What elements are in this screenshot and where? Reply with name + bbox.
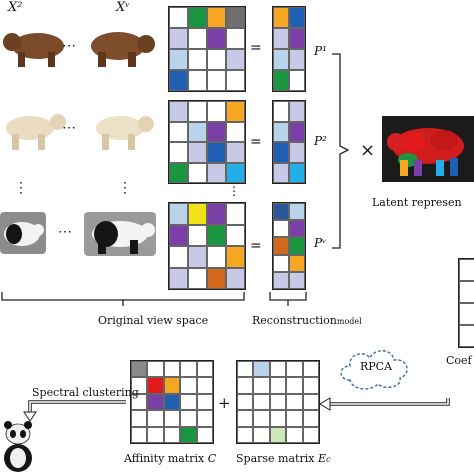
sparse-label-sub: c xyxy=(325,455,331,464)
p-label-2: P² xyxy=(314,134,327,148)
sparse-matrix xyxy=(236,360,320,444)
sparse-label-symbol: E xyxy=(317,452,326,465)
reconstruction-label-main: Reconstruction xyxy=(252,314,337,327)
vertical-ellipsis-left: ⋮ xyxy=(14,180,28,196)
affinity-matrix-label: Affinity matrix C xyxy=(124,452,216,465)
clustered-panda-image xyxy=(2,420,34,472)
reconstruction-model-label: Reconstructionmodel xyxy=(252,314,362,327)
reconstruction-matrix-1 xyxy=(272,6,306,92)
coefficient-matrix xyxy=(458,258,474,348)
vertical-ellipsis-matrix: ⋮ xyxy=(228,184,240,198)
ellipsis-row-3: ⋯ xyxy=(58,224,72,240)
latent-representation-image xyxy=(382,116,474,182)
affinity-matrix xyxy=(130,360,214,444)
ellipsis-row-1: ⋯ xyxy=(62,38,76,54)
times-sign: × xyxy=(360,140,376,161)
original-view-space-label: Original view space xyxy=(98,314,209,327)
view-matrix-v xyxy=(168,202,246,290)
panda-image-2 xyxy=(84,212,156,256)
polar-bear-image-1 xyxy=(0,106,70,154)
rpca-label: RPCA xyxy=(360,360,393,373)
reconstruction-matrix-2 xyxy=(272,100,306,184)
affinity-label-main: Affinity matrix xyxy=(124,452,208,465)
ellipsis-row-2: ⋯ xyxy=(62,120,76,136)
equals-sign-v: = xyxy=(250,238,262,254)
view-matrix-1 xyxy=(168,6,246,92)
rpca-cloud xyxy=(340,350,408,390)
reconstruction-matrix-v xyxy=(272,202,306,290)
panda-image-1 xyxy=(0,212,46,254)
spectral-clustering-label: Spectral clustering xyxy=(32,386,139,399)
view-matrix-2 xyxy=(168,100,246,184)
reconstruction-label-sub: model xyxy=(336,317,362,326)
sparse-label-main: Sparse matrix xyxy=(236,452,318,465)
p-label-v: Pᵛ xyxy=(314,236,327,250)
brown-bear-image-1 xyxy=(0,22,70,72)
vertical-ellipsis-right: ⋮ xyxy=(118,180,132,196)
equals-sign-1: = xyxy=(250,40,262,56)
latent-representation-label: Latent represen xyxy=(372,196,462,209)
equals-sign-2: = xyxy=(250,134,262,150)
polar-bear-image-2 xyxy=(86,106,156,154)
p-label-1: P¹ xyxy=(314,44,327,58)
view-label-x2: X² xyxy=(8,0,23,15)
sparse-matrix-label: Sparse matrix Ec xyxy=(236,452,330,465)
coefficient-label: Coef xyxy=(446,354,472,367)
brown-bear-image-2 xyxy=(84,22,156,72)
affinity-label-symbol: C xyxy=(207,452,217,465)
plus-sign: + xyxy=(218,394,231,412)
view-label-xv: Xᵛ xyxy=(116,0,131,15)
